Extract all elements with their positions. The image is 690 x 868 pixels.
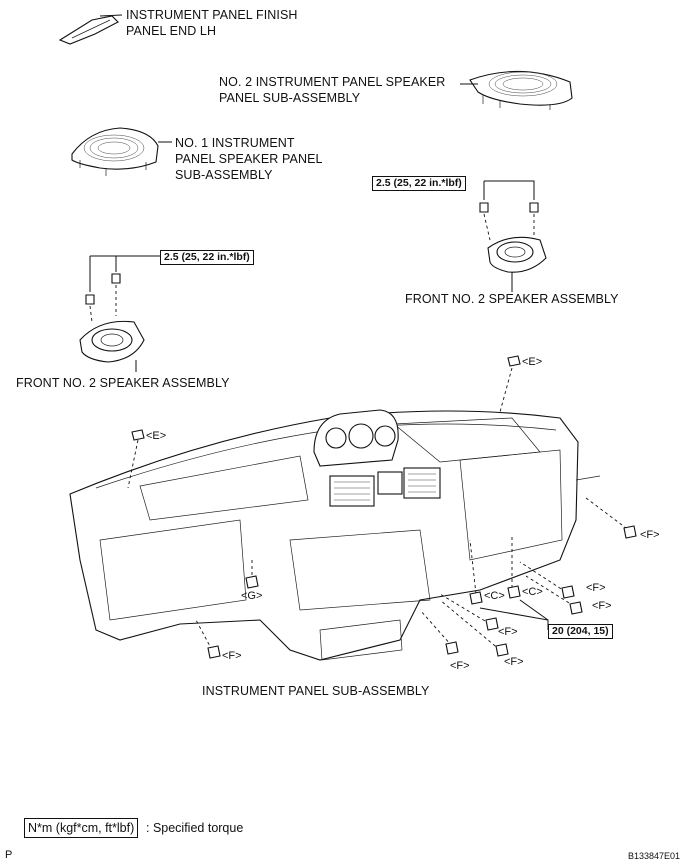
figure-code: B133847E01 [628,851,681,861]
legend-torque-text: : Specified torque [146,821,244,835]
fastener-tag-f-right2: <F> [592,600,612,612]
no2-speaker-panel-label: NO. 2 INSTRUMENT PANEL SPEAKER PANEL SUB… [219,75,446,105]
fastener-tag-f-right1: <F> [586,582,606,594]
fastener-tag-c2: <C> [522,586,543,598]
torque-box-speaker-left: 2.5 (25, 22 in.*lbf) [160,250,254,265]
speaker-right-part [479,180,547,292]
finish-panel-label: INSTRUMENT PANEL FINISH PANEL END LH [126,8,298,38]
torque-box-panel-bolts: 20 (204, 15) [548,624,613,639]
speaker-left-part [79,255,160,372]
fastener-tag-f-mid3: <F> [504,656,524,668]
instrument-panel-part [69,409,601,661]
fastener-tag-f-side: <F> [640,529,660,541]
speaker-left-label: FRONT NO. 2 SPEAKER ASSEMBLY [16,376,230,390]
no2-speaker-panel-part [460,70,573,110]
fastener-tag-f-mid2: <F> [450,660,470,672]
speaker-right-label: FRONT NO. 2 SPEAKER ASSEMBLY [405,292,619,306]
finish-panel-end-part [58,14,123,45]
fastener-tag-g: <G> [241,590,263,602]
bolts [131,355,637,659]
instrument-panel-label: INSTRUMENT PANEL SUB-ASSEMBLY [202,684,430,698]
no1-speaker-panel-part [71,127,172,176]
fastener-tag-e-left: <E> [146,430,167,442]
no1-speaker-panel-label: NO. 1 INSTRUMENT PANEL SPEAKER PANEL SUB… [175,136,323,182]
fastener-tag-f-mid1: <F> [498,626,518,638]
page-mark: P [5,849,13,861]
torque-box-speaker-right: 2.5 (25, 22 in.*lbf) [372,176,466,191]
fastener-tag-f-left: <F> [222,650,242,662]
fastener-leaders [127,367,627,651]
legend-torque-box: N*m (kgf*cm, ft*lbf) [24,818,139,838]
fastener-tag-c1: <C> [484,590,505,602]
fastener-tag-e-top: <E> [522,356,543,368]
